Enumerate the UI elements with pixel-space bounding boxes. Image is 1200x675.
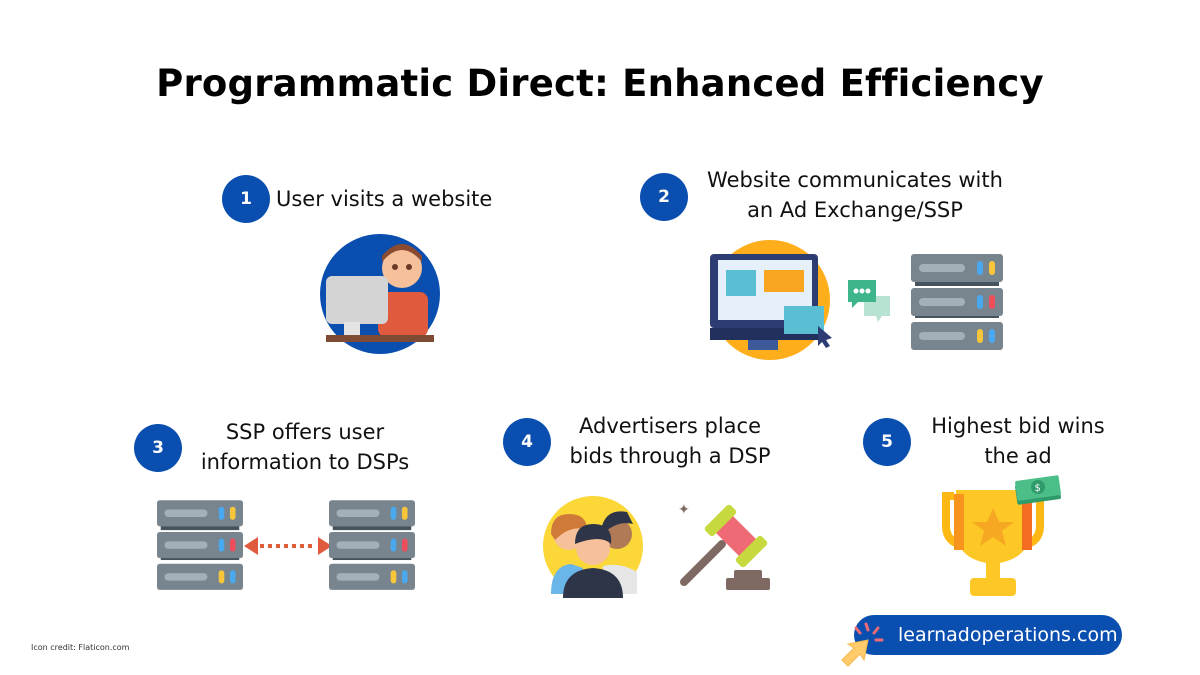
server-rack-icon — [157, 500, 243, 590]
svg-text:$: $ — [1035, 483, 1041, 494]
chat-bubbles-icon — [848, 280, 890, 322]
step-2-badge: 2 — [640, 173, 688, 221]
svg-text:✦: ✦ — [678, 501, 690, 517]
step-3-line2: information to DSPs — [200, 450, 410, 474]
step-3-label: SSP offers user information to DSPs — [190, 417, 420, 477]
step-3-badge: 3 — [134, 424, 182, 472]
step-3-line1: SSP offers user — [225, 420, 385, 444]
website-monitor-icon — [710, 240, 832, 360]
bidirectional-arrow-icon — [244, 537, 332, 555]
step-1-line1: User visits a website — [276, 187, 493, 211]
money-icon: $ — [1015, 475, 1061, 505]
server-rack-icon — [329, 500, 415, 590]
step-1-badge: 1 — [222, 175, 270, 223]
website-link-text: learnadoperations.com — [898, 624, 1118, 646]
cursor-click-icon — [841, 622, 884, 667]
step-4-line2: bids through a DSP — [569, 444, 771, 468]
step-4-line1: Advertisers place — [579, 414, 761, 438]
server-rack-icon — [911, 254, 1003, 350]
step-5-line2: the ad — [984, 444, 1052, 468]
step-5-badge: 5 — [863, 418, 911, 466]
step-2-line1: Website communicates with — [707, 168, 1003, 192]
icon-credit: Icon credit: Flaticon.com — [31, 643, 130, 652]
trophy-icon — [942, 490, 1044, 596]
website-link[interactable]: learnadoperations.com — [854, 615, 1122, 655]
auction-gavel-icon: ✦ — [678, 501, 770, 590]
step-4-badge: 4 — [503, 418, 551, 466]
step-5-label: Highest bid wins the ad — [915, 411, 1121, 471]
step-1-label: User visits a website — [276, 184, 492, 214]
page-title: Programmatic Direct: Enhanced Efficiency — [156, 62, 1044, 105]
advertisers-group-icon — [543, 496, 643, 598]
user-at-computer-icon — [320, 234, 440, 354]
step-2-line2: an Ad Exchange/SSP — [747, 198, 963, 222]
step-4-label: Advertisers place bids through a DSP — [555, 411, 785, 471]
step-5-line1: Highest bid wins — [931, 414, 1105, 438]
step-2-label: Website communicates with an Ad Exchange… — [690, 165, 1020, 225]
